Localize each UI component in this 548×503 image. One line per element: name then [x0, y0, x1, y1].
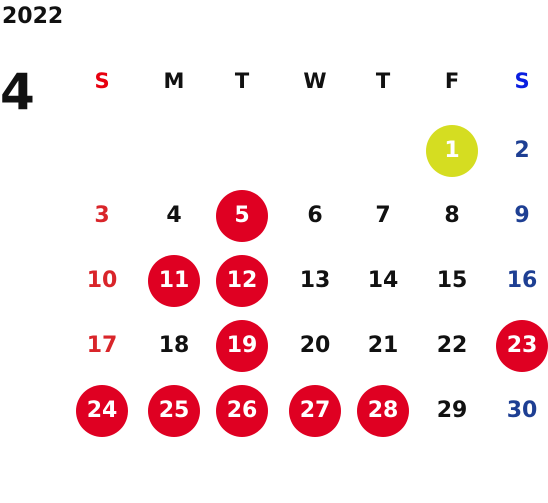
day-cell-17[interactable]: 17	[86, 333, 118, 358]
day-cell-16[interactable]: 16	[506, 268, 538, 293]
day-cell-14[interactable]: 14	[367, 268, 399, 293]
day-cell-4[interactable]: 4	[166, 203, 182, 228]
weekday-header-fri: F	[444, 69, 460, 93]
day-cell-30[interactable]: 30	[506, 398, 538, 423]
day-cell-9[interactable]: 9	[514, 203, 530, 228]
month-label: 4	[0, 63, 35, 121]
day-cell-15[interactable]: 15	[436, 268, 468, 293]
day-cell-22[interactable]: 22	[436, 333, 468, 358]
weekday-header-mon: M	[163, 69, 185, 93]
weekday-header-sat: S	[514, 69, 530, 93]
year-label: 2022	[2, 4, 64, 29]
day-cell-6[interactable]: 6	[307, 203, 323, 228]
day-cell-11[interactable]: 11	[148, 255, 200, 307]
day-cell-13[interactable]: 13	[299, 268, 331, 293]
day-cell-20[interactable]: 20	[299, 333, 331, 358]
day-cell-10[interactable]: 10	[86, 268, 118, 293]
day-cell-25[interactable]: 25	[148, 385, 200, 437]
day-cell-12[interactable]: 12	[216, 255, 268, 307]
weekday-header-sun: S	[94, 69, 110, 93]
weekday-header-thu: T	[375, 69, 391, 93]
day-cell-3[interactable]: 3	[94, 203, 110, 228]
day-cell-5[interactable]: 5	[216, 190, 268, 242]
day-cell-27[interactable]: 27	[289, 385, 341, 437]
day-cell-18[interactable]: 18	[158, 333, 190, 358]
weekday-header-tue: T	[234, 69, 250, 93]
day-cell-24[interactable]: 24	[76, 385, 128, 437]
day-cell-2[interactable]: 2	[514, 138, 530, 163]
day-cell-29[interactable]: 29	[436, 398, 468, 423]
day-cell-28[interactable]: 28	[357, 385, 409, 437]
day-cell-21[interactable]: 21	[367, 333, 399, 358]
day-cell-26[interactable]: 26	[216, 385, 268, 437]
day-cell-7[interactable]: 7	[375, 203, 391, 228]
day-cell-23[interactable]: 23	[496, 320, 548, 372]
weekday-header-wed: W	[303, 69, 327, 93]
day-cell-8[interactable]: 8	[444, 203, 460, 228]
day-cell-1[interactable]: 1	[426, 125, 478, 177]
day-cell-19[interactable]: 19	[216, 320, 268, 372]
